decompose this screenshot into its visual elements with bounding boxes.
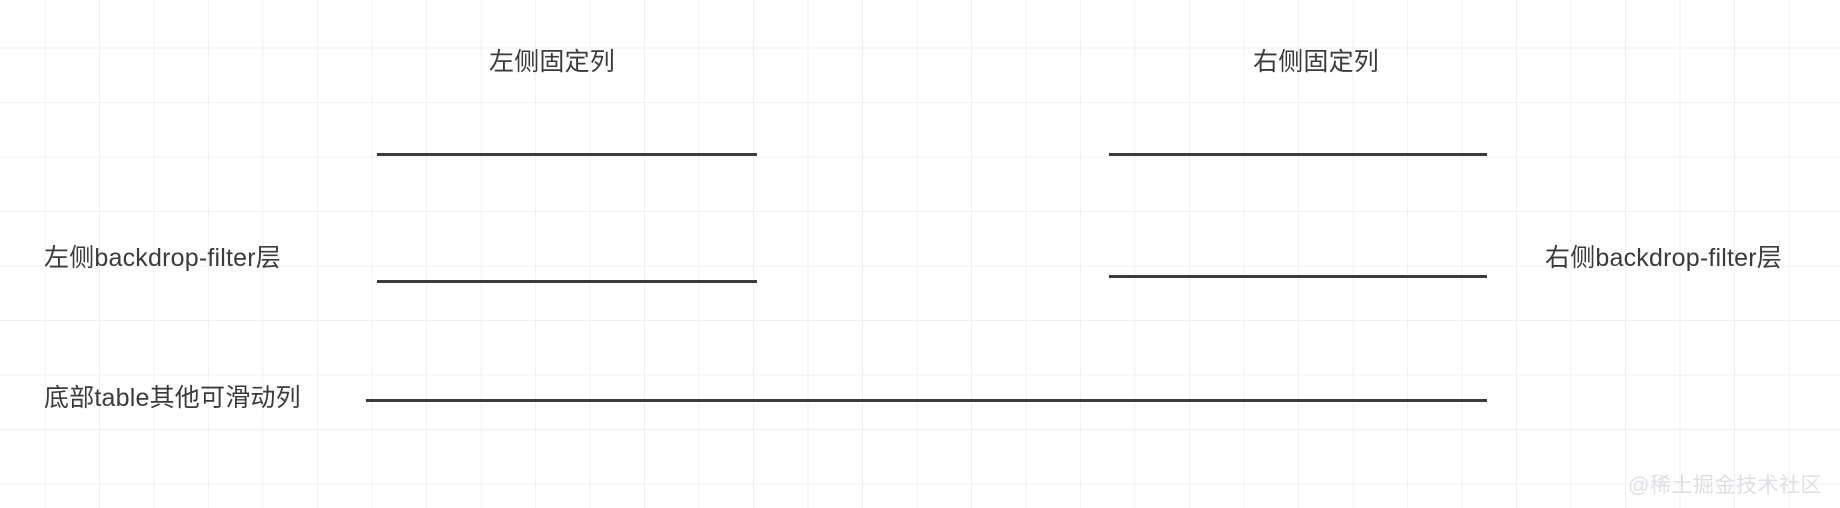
left-backdrop-filter-label: 左侧backdrop-filter层 bbox=[44, 244, 281, 272]
left-fixed-column-title: 左侧固定列 bbox=[489, 48, 616, 76]
left-backdrop-filter-rule bbox=[377, 280, 757, 283]
left-fixed-column-top-rule bbox=[377, 153, 757, 156]
bottom-table-scrollable-label: 底部table其他可滑动列 bbox=[44, 384, 301, 412]
right-fixed-column-title: 右侧固定列 bbox=[1253, 48, 1380, 76]
right-backdrop-filter-label: 右侧backdrop-filter层 bbox=[1545, 244, 1782, 272]
watermark: @稀土掘金技术社区 bbox=[1628, 474, 1822, 497]
bottom-table-scrollable-rule bbox=[366, 399, 1487, 402]
right-backdrop-filter-rule bbox=[1109, 275, 1487, 278]
right-fixed-column-top-rule bbox=[1109, 153, 1487, 156]
